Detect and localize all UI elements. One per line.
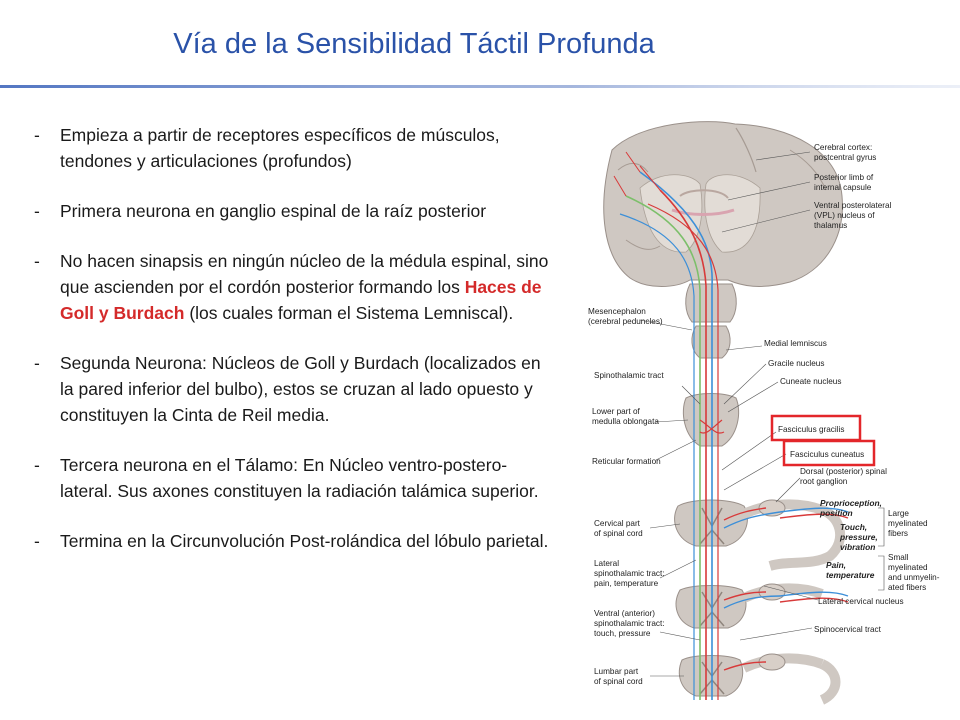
label-proprioception-2: position [819, 508, 853, 518]
bullet-item: - Tercera neurona en el Tálamo: En Núcle… [34, 452, 554, 504]
label-capsule-2: internal capsule [814, 183, 872, 192]
label-cortex-1: Cerebral cortex: [814, 143, 872, 152]
label-touch-1: Touch, [840, 522, 867, 532]
label-fasciculus-cuneatus: Fasciculus cuneatus [790, 450, 864, 459]
label-vpl-2: (VPL) nucleus of [814, 211, 875, 220]
label-ventral-st-1: Ventral (anterior) [594, 609, 655, 618]
bullet-text: Tercera neurona en el Tálamo: En Núcleo … [60, 455, 539, 501]
label-cortex-2: postcentral gyrus [814, 153, 876, 162]
leader-lines [639, 151, 885, 677]
label-small-3: and unmyelin- [888, 573, 940, 582]
label-gracile-nucleus: Gracile nucleus [768, 359, 824, 368]
brainstem [682, 283, 740, 447]
label-large-1: Large [888, 509, 909, 518]
label-lower-medulla-1: Lower part of [592, 407, 641, 416]
label-spinothalamic-tract: Spinothalamic tract [594, 371, 664, 380]
bullet-dash: - [34, 201, 40, 221]
bullet-item: - Primera neurona en ganglio espinal de … [34, 198, 554, 224]
bullet-text: Termina en la Circunvolución Post-rolánd… [60, 531, 549, 551]
label-medial-lemniscus: Medial lemniscus [764, 339, 827, 348]
label-lateral-cervical-nucleus: Lateral cervical nucleus [818, 597, 904, 606]
bullet-item: - Empieza a partir de receptores específ… [34, 122, 554, 174]
bullet-dash: - [34, 251, 40, 271]
label-cuneate-nucleus: Cuneate nucleus [780, 377, 841, 386]
label-lower-medulla-2: medulla oblongata [592, 417, 659, 426]
label-proprioception-1: Proprioception, [820, 498, 882, 508]
bullet-dash: - [34, 353, 40, 373]
bullet-item: - Termina en la Circunvolución Post-rolá… [34, 528, 554, 554]
label-large-2: myelinated [888, 519, 928, 528]
bullet-text: No hacen sinapsis en ningún núcleo de la… [60, 248, 554, 326]
fasciculus-cuneatus-box [782, 439, 876, 467]
label-drg-1: Dorsal (posterior) spinal [800, 467, 887, 476]
label-vpl-3: thalamus [814, 221, 847, 230]
slide-title-text: Vía de la Sensibilidad Táctil Profunda [173, 28, 655, 60]
bullet-text-pre: No hacen sinapsis en ningún núcleo de la… [60, 251, 549, 297]
slide-title: Vía de la Sensibilidad Táctil Profunda [0, 28, 960, 61]
bullet-item: - No hacen sinapsis en ningún núcleo de … [34, 248, 554, 326]
bullet-list: - Empieza a partir de receptores específ… [34, 122, 554, 578]
label-mesencephalon-1: Mesencephalon [588, 307, 646, 316]
label-small-2: myelinated [888, 563, 928, 572]
bullet-text: Empieza a partir de receptores específic… [60, 125, 500, 171]
bullet-text-post: (los cuales forman el Sistema Lemniscal)… [184, 303, 514, 323]
title-divider [0, 85, 960, 88]
label-lumbar-1: Lumbar part [594, 667, 639, 676]
label-small-4: ated fibers [888, 583, 926, 592]
label-touch-3: vibration [840, 542, 875, 552]
diagram-labels: Cerebral cortex: postcentral gyrus Poste… [588, 143, 940, 686]
brain-section [603, 121, 843, 287]
bullet-dash: - [34, 125, 40, 145]
label-pain-2: temperature [826, 570, 875, 580]
label-mesencephalon-2: (cerebral peduncles) [588, 317, 663, 326]
label-cervical-1: Cervical part [594, 519, 641, 528]
label-fasciculus-gracilis: Fasciculus gracilis [778, 425, 844, 434]
label-lateral-st-1: Lateral [594, 559, 619, 568]
label-lateral-st-2: spinothalamic tract: [594, 569, 665, 578]
label-drg-2: root ganglion [800, 477, 848, 486]
label-touch-2: pressure, [839, 532, 878, 542]
label-reticular-formation: Reticular formation [592, 457, 661, 466]
pathway-fibers [613, 151, 849, 700]
label-lumbar-2: of spinal cord [594, 677, 643, 686]
highlight-term: Haces de Goll y Burdach [60, 277, 542, 323]
label-spinocervical-tract: Spinocervical tract [814, 625, 882, 634]
label-pain-1: Pain, [826, 560, 846, 570]
label-large-3: fibers [888, 529, 908, 538]
bullet-dash: - [34, 531, 40, 551]
label-lateral-st-3: pain, temperature [594, 579, 659, 588]
label-ventral-st-3: touch, pressure [594, 629, 651, 638]
bullet-text: Segunda Neurona: Núcleos de Goll y Burda… [60, 353, 541, 425]
bullet-text: Primera neurona en ganglio espinal de la… [60, 201, 487, 221]
sensory-pathway-diagram: Cerebral cortex: postcentral gyrus Poste… [588, 121, 940, 705]
label-vpl-1: Ventral posterolateral [814, 201, 892, 210]
label-capsule-1: Posterior limb of [814, 173, 874, 182]
label-cervical-2: of spinal cord [594, 529, 643, 538]
bullet-dash: - [34, 455, 40, 475]
label-ventral-st-2: spinothalamic tract: [594, 619, 665, 628]
bullet-item: - Segunda Neurona: Núcleos de Goll y Bur… [34, 350, 554, 428]
label-small-1: Small [888, 553, 909, 562]
